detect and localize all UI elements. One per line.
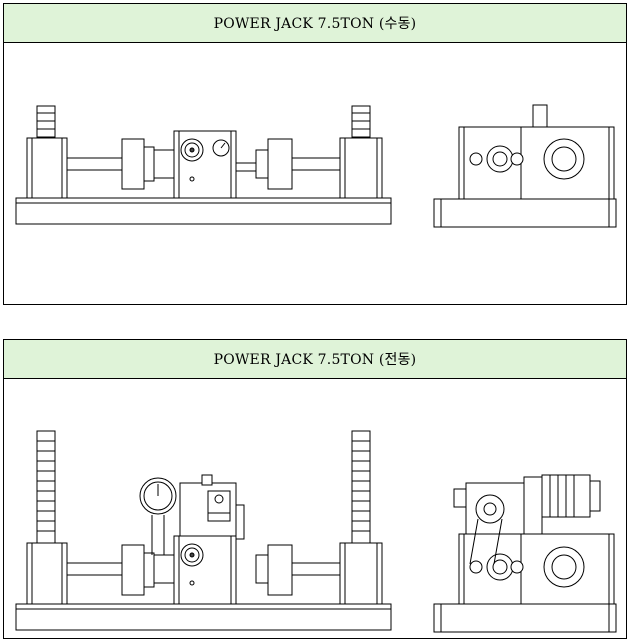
panel-manual: POWER JACK 7.5TON (수동) xyxy=(3,3,627,305)
manual-jack-drawing xyxy=(15,104,617,228)
electric-jack-drawing xyxy=(15,430,617,633)
panel-electric: POWER JACK 7.5TON (전동) xyxy=(3,339,627,639)
panel-title: POWER JACK 7.5TON (전동) xyxy=(4,340,626,379)
panel-title: POWER JACK 7.5TON (수동) xyxy=(4,4,626,43)
